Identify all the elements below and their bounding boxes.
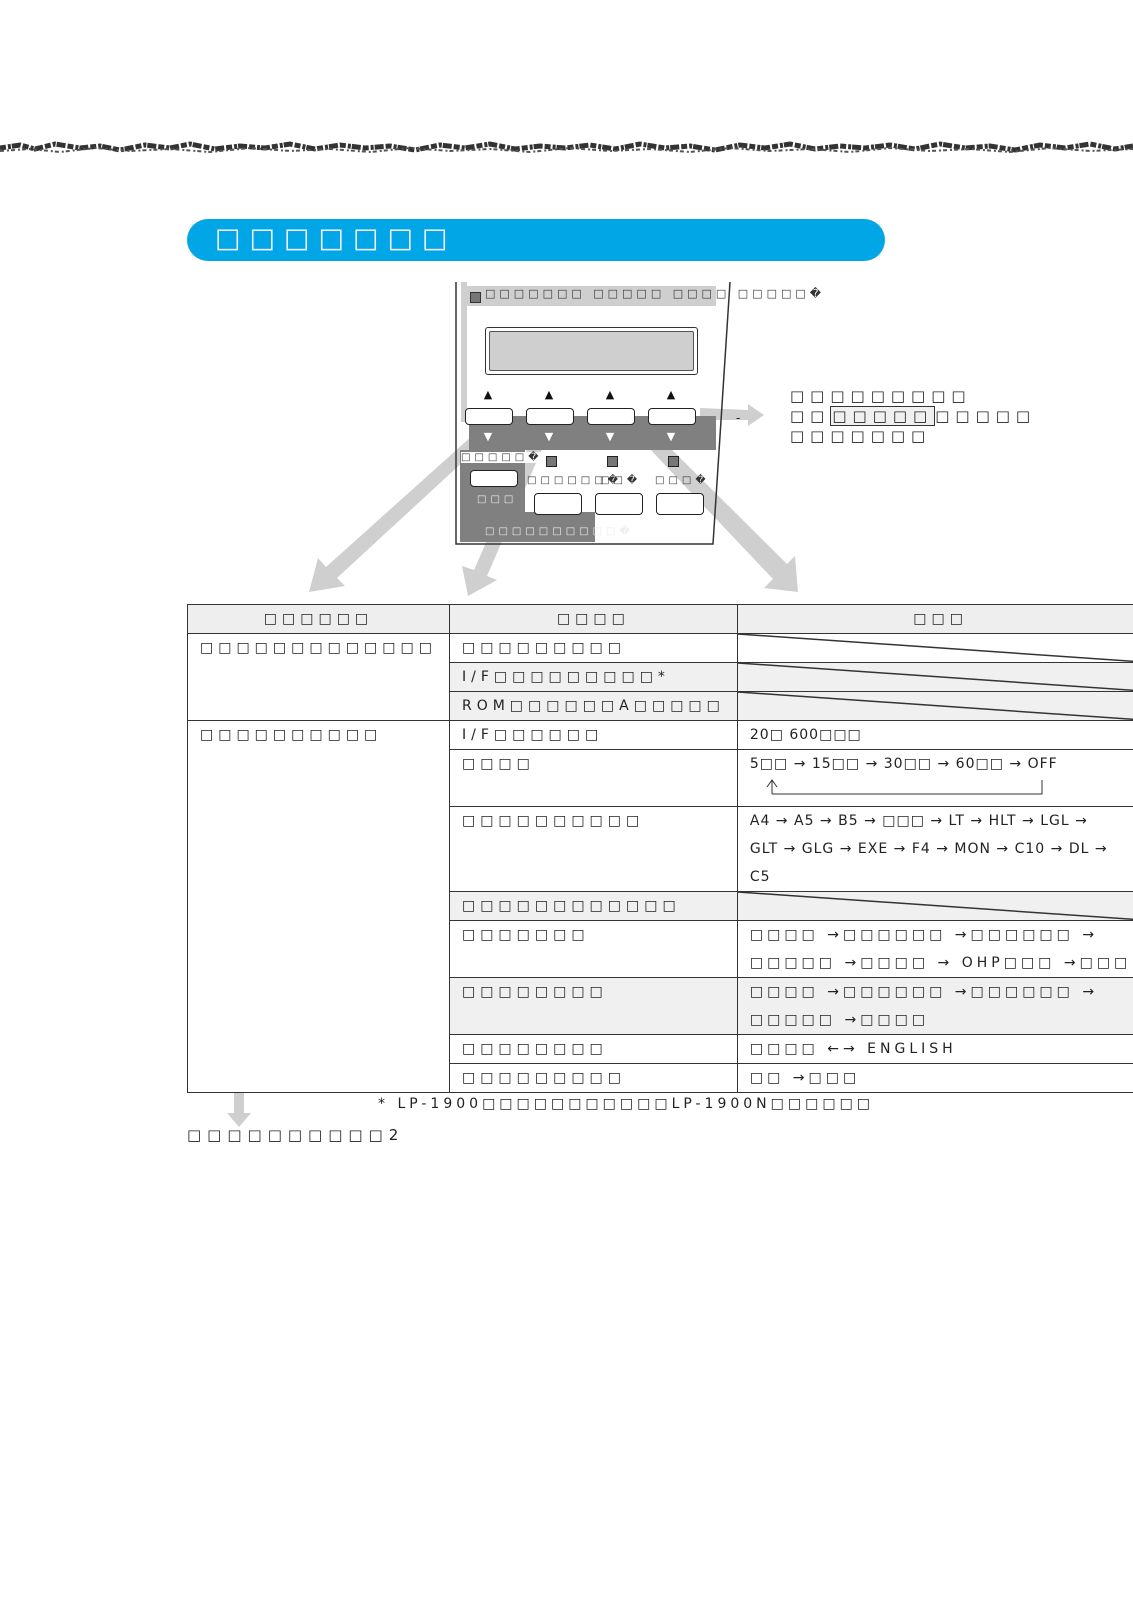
- panel-label-mid: □□□□□□�: [527, 475, 622, 486]
- arrow-to-column-1: [309, 427, 491, 592]
- empty-value-cell: [736, 891, 1133, 921]
- value-cell: □□□□ →□□□□□□ →□□□□□□ → □□□□□ →□□□□: [736, 977, 1133, 1035]
- value-line: □□□□ →□□□□□□ →□□□□□□ →: [749, 927, 1099, 943]
- item-cell: ROM□□□□□□A□□□□□: [448, 691, 738, 721]
- column-header: □□□□: [448, 604, 738, 634]
- column-header: □□□: [736, 604, 1133, 634]
- lower-panel-background-2: [525, 512, 595, 542]
- value-line: □□□□□ →□□□□: [749, 1012, 930, 1028]
- item-cell: I/F□□□□□□: [448, 720, 738, 750]
- table-row: □□□□ 5□□ → 15□□ → 30□□ → 60□□ → OFF: [188, 749, 1133, 807]
- status-lamp: [668, 456, 679, 467]
- panel-frame: [455, 282, 731, 545]
- table-row: □□□□□□□□□□ A4 → A5 → B5 → □□□ → LT → HLT…: [188, 806, 1133, 892]
- continue-down-arrow-icon: [227, 1093, 251, 1127]
- table-row: □□□□□□□□ □□□□ ←→ ENGLISH: [188, 1034, 1133, 1064]
- group-label: □□□□□□□□□□: [187, 720, 450, 1093]
- item-cell: □□□□□□□□□: [448, 1063, 738, 1093]
- up-arrow-icon: ▲: [544, 388, 554, 401]
- note-dash: -: [736, 411, 741, 425]
- empty-value-cell: [736, 662, 1133, 692]
- value-line: □□□□□ →□□□□ → OHP□□□ →□□□: [749, 955, 1132, 971]
- value-cell: A4 → A5 → B5 → □□□ → LT → HLT → LGL → GL…: [736, 806, 1133, 892]
- panel-label-mid2: □□�: [600, 475, 642, 486]
- table-header-row: □□□□□□ □□□□ □□□: [187, 604, 1133, 634]
- panel-button-3[interactable]: [587, 408, 635, 425]
- panel-button-lower-left[interactable]: [470, 470, 518, 487]
- item-cell: □□□□□□□□: [448, 977, 738, 1035]
- value-line: C5: [749, 869, 771, 885]
- indicator-lamp: [470, 292, 481, 303]
- torn-edge-divider: [0, 141, 1133, 154]
- panel-button-5[interactable]: [534, 493, 582, 515]
- panel-button-1[interactable]: [465, 408, 513, 425]
- item-cell: □□□□□□□□□□□□: [448, 891, 738, 921]
- menu-table: □□□□□□ □□□□ □□□ □□□□□□□□□□□□□ □□□□□□□□□ …: [187, 604, 1133, 1093]
- panel-label-right: □□□�: [655, 475, 710, 486]
- value-cell: □□□□ ←→ ENGLISH: [736, 1034, 1133, 1064]
- value-cell: □□ →□□□: [736, 1063, 1133, 1093]
- note-line-2-post: □□□□□: [935, 407, 1037, 425]
- up-arrow-icon: ▲: [666, 388, 676, 401]
- panel-indicator-strip: [464, 286, 716, 306]
- value-cell: □□□□ →□□□□□□ →□□□□□□ → □□□□□ →□□□□ → OHP…: [736, 920, 1133, 978]
- panel-label-bottom: □□□□□□□□□□�: [485, 526, 634, 537]
- item-cell: □□□□□□□□□: [448, 633, 738, 663]
- item-cell: □□□□□□□□□□: [448, 806, 738, 892]
- lcd-display: [485, 327, 698, 375]
- status-lamp: [607, 456, 618, 467]
- empty-value-cell: [736, 633, 1133, 663]
- lower-panel-background: [460, 450, 525, 542]
- down-arrow-icon: ▼: [544, 430, 554, 443]
- arrow-to-note: [700, 404, 764, 426]
- table-row: □□□□□□□□□□□□□ □□□□□□□□□: [187, 633, 1133, 721]
- panel-button-7[interactable]: [656, 493, 704, 515]
- down-arrow-icon: ▼: [483, 430, 493, 443]
- side-note: □□□□□□□□□ □□□□□□□□□□□□ □□□□□□□: [790, 386, 1036, 446]
- note-key-box: □□□□□: [830, 406, 936, 426]
- value-line: 5□□ → 15□□ → 30□□ → 60□□ → OFF: [749, 756, 1058, 772]
- item-cell: I/F□□□□□□□□□*: [448, 662, 738, 692]
- panel-button-2[interactable]: [526, 408, 574, 425]
- section-title-bar: □□□□□□□: [187, 219, 885, 261]
- table-row: □□□□□□□□□□ I/F□□□□□□ 20□ 600□□□: [187, 720, 1133, 1093]
- up-arrow-icon: ▲: [605, 388, 615, 401]
- column-header: □□□□□□: [187, 604, 450, 634]
- value-cell: 5□□ → 15□□ → 30□□ → 60□□ → OFF: [736, 749, 1133, 807]
- note-line-2: □□□□□□□□□□□□: [790, 406, 1036, 426]
- value-cell: 20□ 600□□□: [736, 720, 1133, 750]
- panel-strip-label: □□□□□□□ □□□□□ □□□□ □□□□□�: [485, 287, 826, 300]
- value-line: GLT → GLG → EXE → F4 → MON → C10 → DL →: [749, 841, 1108, 857]
- panel-label-lower: □□□: [477, 494, 518, 505]
- value-line: □□□□ →□□□□□□ →□□□□□□ →: [749, 984, 1099, 1000]
- note-line-1: □□□□□□□□□: [790, 387, 972, 405]
- empty-value-cell: [736, 691, 1133, 721]
- note-line-2-pre: □□: [790, 407, 831, 425]
- down-arrow-icon: ▼: [605, 430, 615, 443]
- footnote: * LP-1900□□□□□□□□□□□LP-1900N□□□□□□: [378, 1096, 875, 1112]
- status-lamp: [546, 456, 557, 467]
- item-cell: □□□□□□□□: [448, 1034, 738, 1064]
- loopback-arrow: [766, 779, 1043, 795]
- panel-label-left: □□□□□�: [461, 452, 543, 463]
- up-arrow-icon: ▲: [483, 388, 493, 401]
- section-title: □□□□□□□: [215, 223, 457, 254]
- group-label: □□□□□□□□□□□□□: [187, 633, 450, 721]
- table-row: □□□□□□□□□ □□ →□□□: [188, 1063, 1133, 1093]
- item-cell: □□□□□□□: [448, 920, 738, 978]
- continued-label: □□□□□□□□□□2: [187, 1126, 405, 1144]
- panel-button-4[interactable]: [648, 408, 696, 425]
- note-line-3: □□□□□□□: [790, 427, 932, 445]
- table-row: □□□□□□□ □□□□ →□□□□□□ →□□□□□□ → □□□□□ →□□…: [188, 920, 1133, 978]
- down-arrow-icon: ▼: [666, 430, 676, 443]
- control-panel-illustration: □□□□□□□ □□□□□ □□□□ □□□□□� ▲ ▲ ▲ ▲ ▼ ▼ ▼ …: [455, 282, 821, 547]
- panel-button-6[interactable]: [595, 493, 643, 515]
- value-line: A4 → A5 → B5 → □□□ → LT → HLT → LGL →: [749, 813, 1088, 829]
- item-cell: □□□□: [448, 749, 738, 807]
